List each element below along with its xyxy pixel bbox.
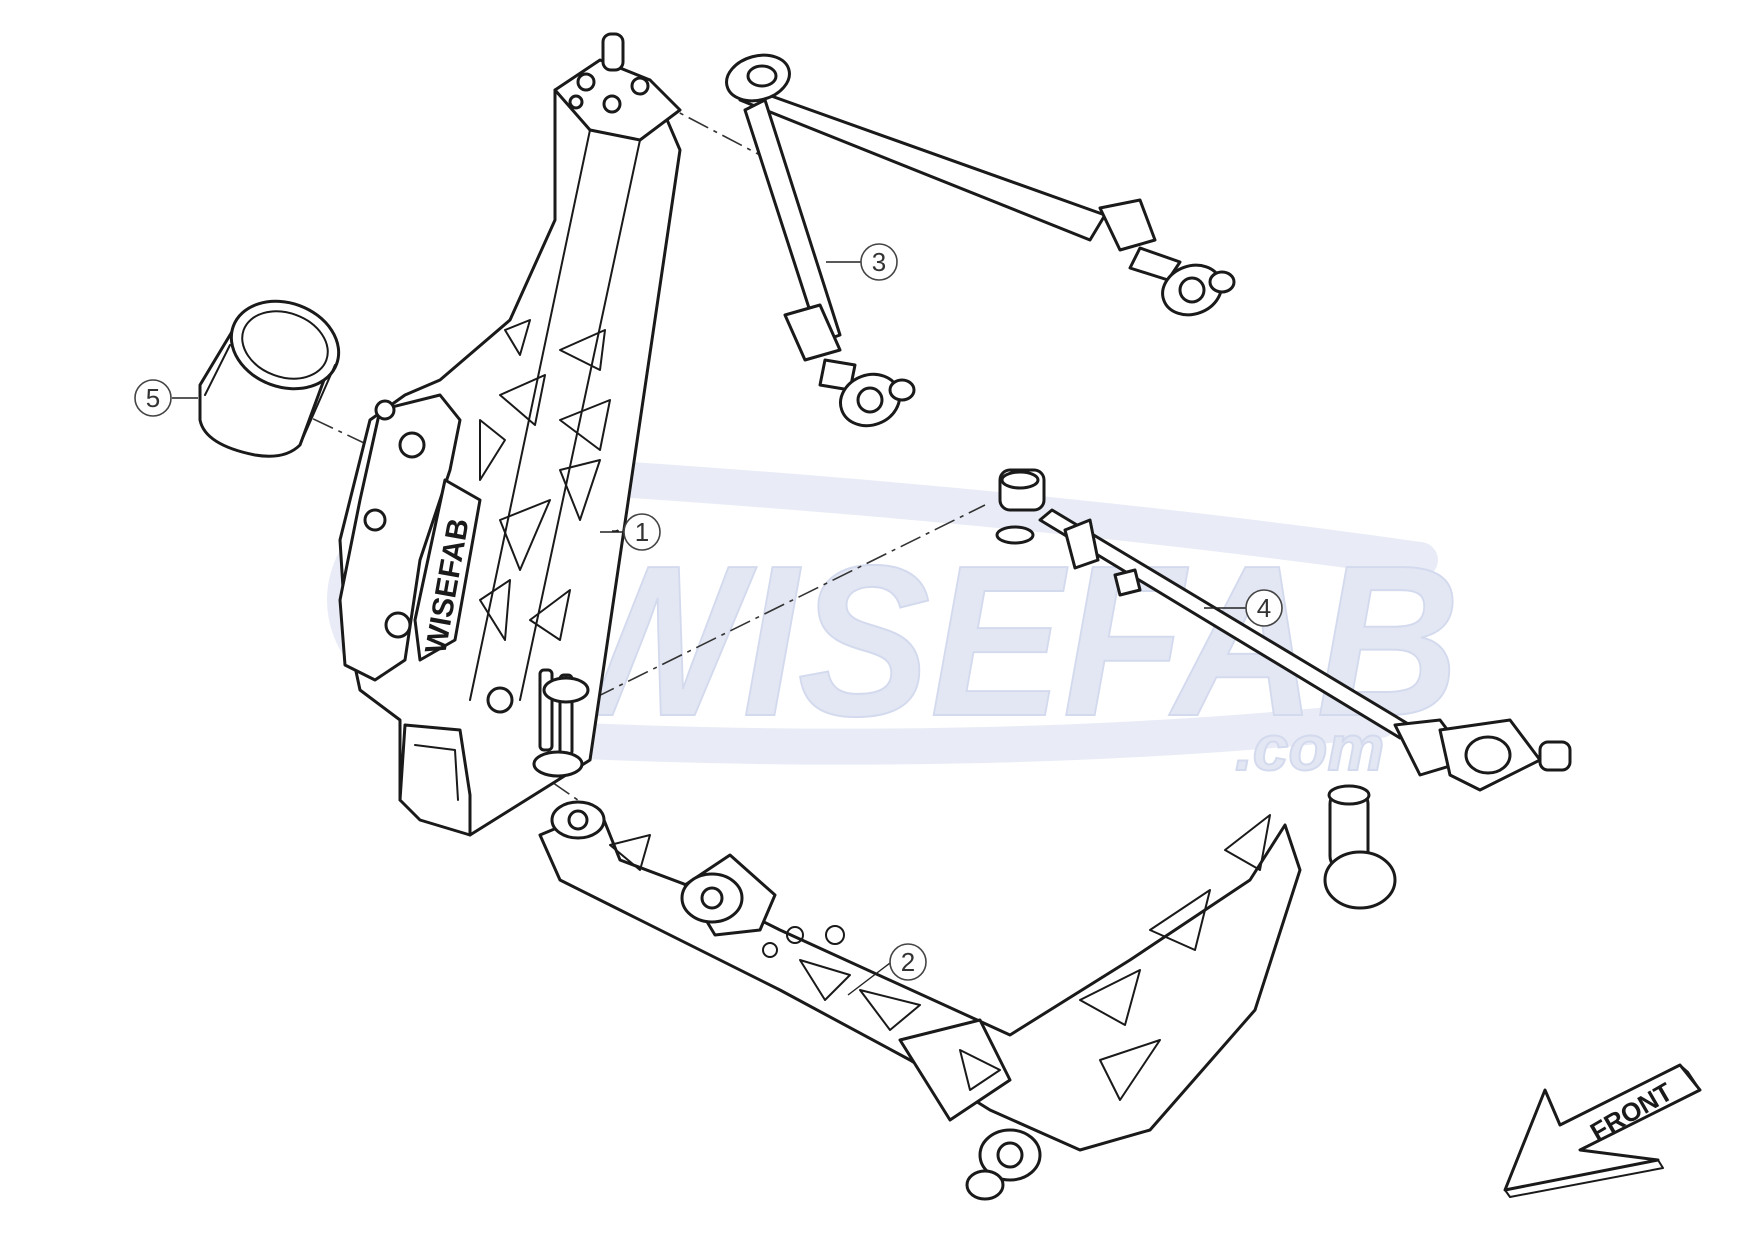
watermark-brand: WISEFAB <box>555 520 1460 761</box>
callout-3: 3 <box>860 243 898 281</box>
callout-1: 1 <box>600 513 661 551</box>
front-direction-arrow: FRONT <box>1503 1063 1702 1198</box>
watermark-suffix: .com <box>1235 712 1384 784</box>
callout-5: 5 <box>134 379 172 417</box>
upper-control-arm <box>725 53 1236 428</box>
watermark: WISEFAB .com <box>327 452 1461 785</box>
toe-link <box>995 468 1572 792</box>
callout-2: 2 <box>889 943 927 981</box>
callout-5-label: 5 <box>146 383 160 413</box>
lower-control-arm <box>538 784 1397 1201</box>
bearing-ring <box>198 299 341 458</box>
callout-1-label: 1 <box>635 517 649 547</box>
callout-4-label: 4 <box>1257 593 1271 623</box>
callout-2-label: 2 <box>901 947 915 977</box>
callout-3-label: 3 <box>872 247 886 277</box>
callout-4: 4 <box>1245 589 1283 627</box>
knuckle: WISEFAB <box>338 32 682 837</box>
